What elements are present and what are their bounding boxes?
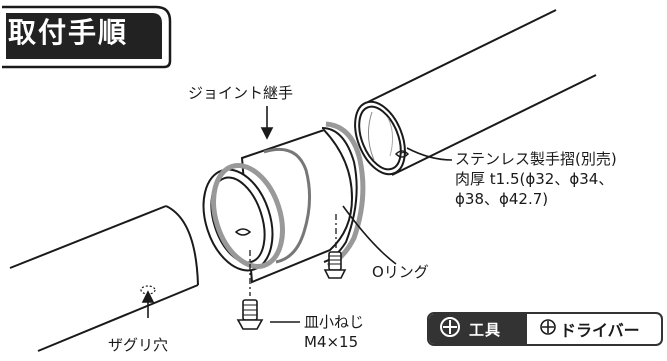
leader-lines <box>141 106 453 323</box>
pipe-name-label: ステンレス製手摺(別売) <box>455 150 617 168</box>
left-handrail-pipe <box>9 205 199 352</box>
joint-coupling <box>202 121 366 284</box>
tool-name-label: ドライバー <box>560 321 640 340</box>
oring-label: Oリング <box>372 263 429 281</box>
tool-box: 工具 ドライバー <box>427 312 663 346</box>
flat-head-screw-right <box>323 251 347 279</box>
counterbore-label: ザグリ穴 <box>108 336 169 354</box>
screw-label-2: M4×15 <box>304 333 359 351</box>
tool-item: ドライバー <box>527 314 661 344</box>
flat-head-screw-lower <box>236 299 264 330</box>
joint-label: ジョイント継手 <box>188 84 294 102</box>
title-block: 取付手順 <box>0 5 174 69</box>
tool-heading-label: 工具 <box>469 320 502 339</box>
pipe-spec-label-1: 肉厚 t1.5(ϕ32、ϕ34、 <box>455 170 614 188</box>
title-frame <box>2 5 172 69</box>
stainless-handrail-pipe <box>354 9 597 176</box>
tool-heading: 工具 <box>429 314 527 344</box>
pipe-spec-label-2: ϕ38、ϕ42.7) <box>455 190 549 208</box>
screw-alignment-lines <box>249 214 337 296</box>
plus-circle-icon <box>539 318 557 340</box>
plus-circle-icon <box>439 316 461 342</box>
screw-label-1: 皿小ねじ <box>304 313 365 331</box>
page-title: 取付手順 <box>8 16 129 49</box>
